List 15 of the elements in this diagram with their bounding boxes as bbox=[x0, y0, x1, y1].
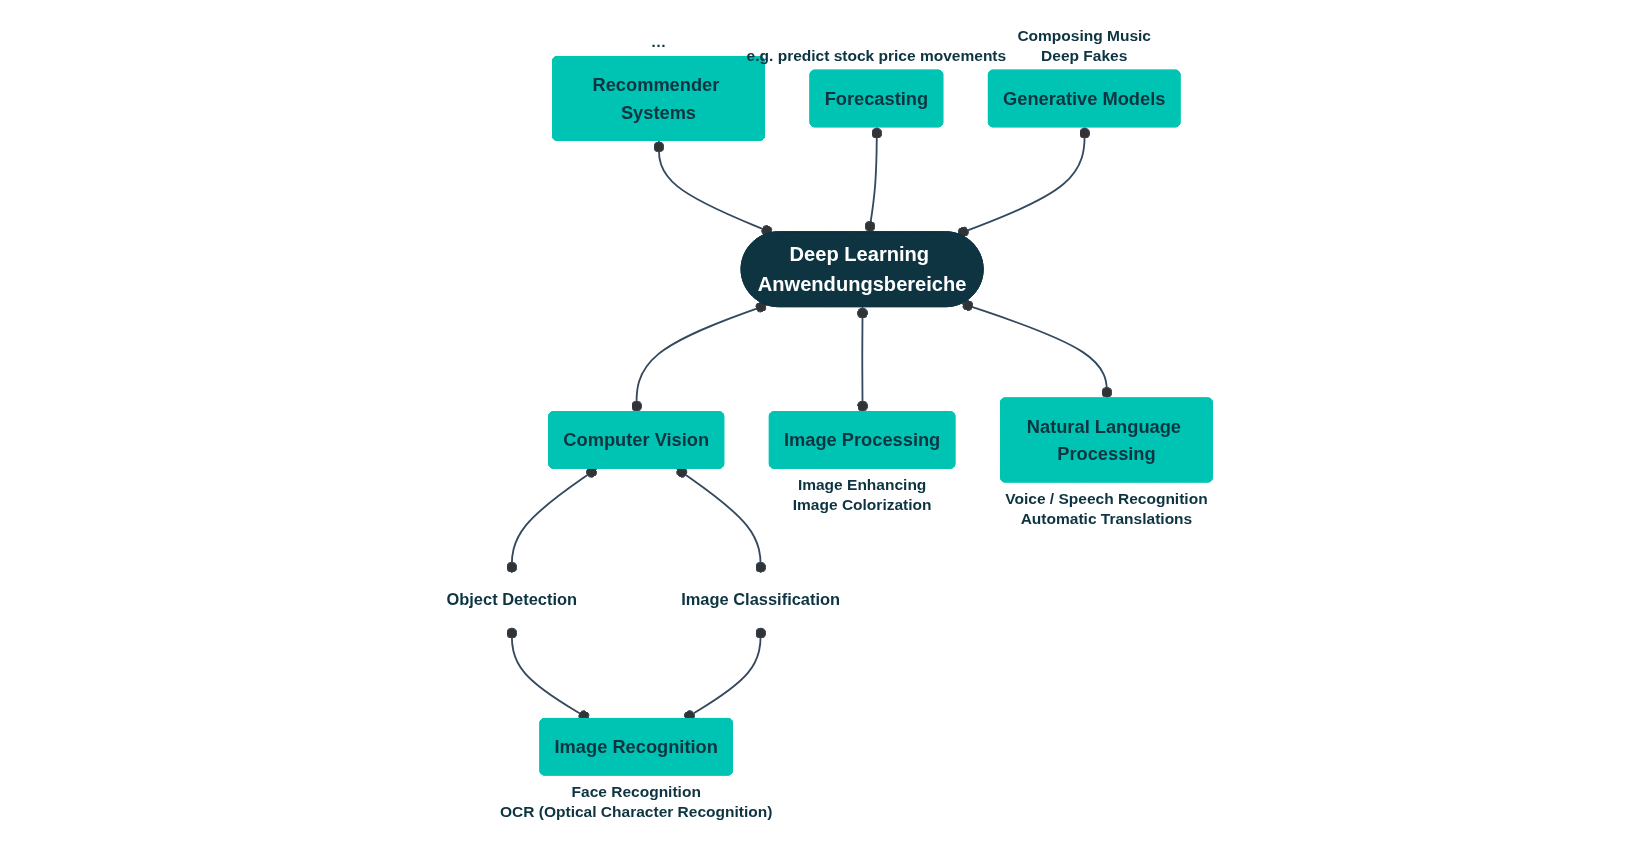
note-text: Voice / Speech Recognition Automatic Translations bbox=[1005, 489, 1208, 527]
connector bbox=[631, 301, 768, 413]
node-text: Object Detection bbox=[446, 590, 578, 609]
connector bbox=[864, 125, 883, 233]
connector bbox=[676, 466, 767, 574]
note-text: … bbox=[650, 32, 667, 50]
connector bbox=[857, 305, 869, 413]
node-text: Image Classification bbox=[681, 590, 841, 609]
connector bbox=[653, 139, 774, 236]
note-text: Image Enhancing Image Colorization bbox=[792, 475, 932, 513]
note-text: Face Recognition OCR (Optical Character Recognition) bbox=[500, 782, 773, 820]
connector bbox=[957, 125, 1091, 237]
connector bbox=[506, 466, 598, 574]
connector bbox=[961, 299, 1113, 399]
note-text: Composing Music Deep Fakes bbox=[1017, 26, 1152, 64]
